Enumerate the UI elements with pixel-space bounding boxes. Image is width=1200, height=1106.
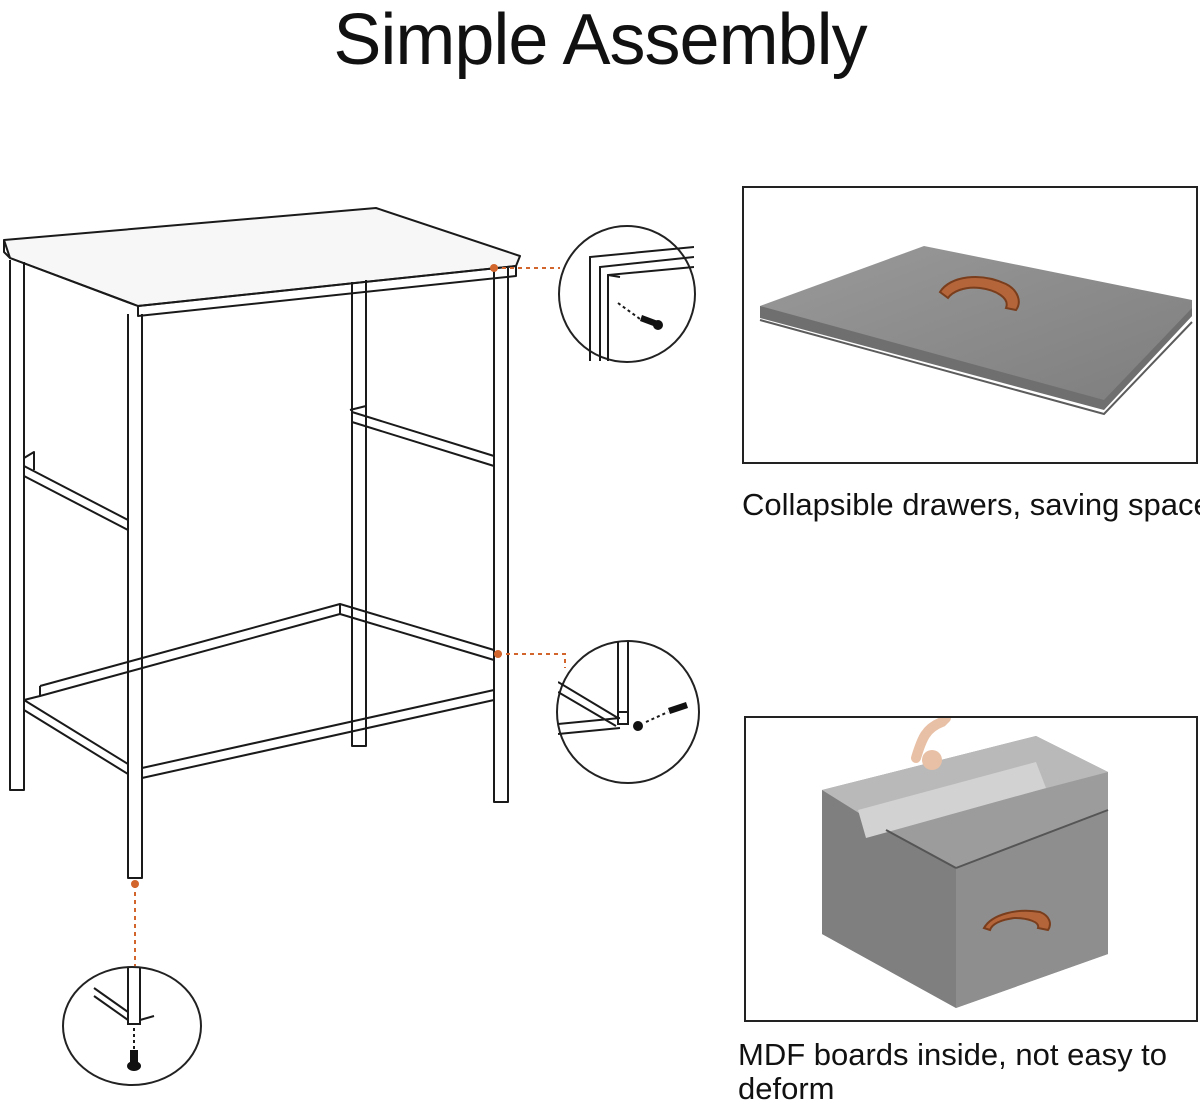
collapsible-drawer-photo xyxy=(742,186,1198,464)
leg-screw-icon xyxy=(93,968,155,1071)
page-title: Simple Assembly xyxy=(333,0,867,80)
folded-drawer-image xyxy=(759,246,1193,416)
top-corner-detail-circle xyxy=(558,225,696,363)
foot-bar-detail-circle xyxy=(556,640,700,784)
leg-foot-detail-circle xyxy=(62,966,202,1086)
open-drawer-photo xyxy=(744,713,1198,1022)
open-drawer-image xyxy=(822,713,1109,1008)
corner-screw-icon xyxy=(589,246,695,361)
feature-1-caption: Collapsible drawers, saving space xyxy=(742,487,1200,522)
bar-screw-icon xyxy=(557,642,688,735)
